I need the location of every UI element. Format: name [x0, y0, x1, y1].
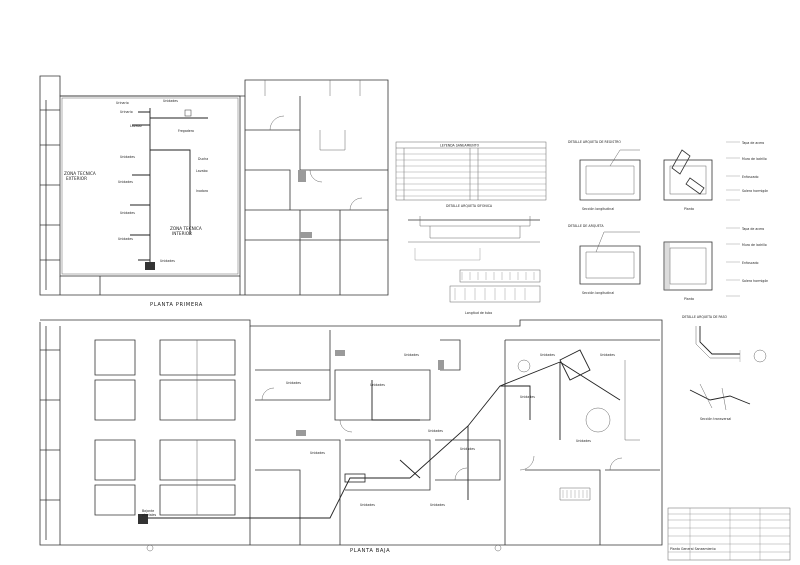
detail-d-title: DETALLE ARQUETA DE PASO: [682, 315, 727, 319]
titleblock-line: Planta General Saneamiento: [670, 547, 716, 551]
svg-text:Sección longitudinal: Sección longitudinal: [582, 291, 614, 295]
detail-c-title: DETALLE DE ARQUETA: [568, 224, 604, 228]
svg-text:Enfoscado: Enfoscado: [742, 175, 758, 179]
svg-text:Unidades: Unidades: [120, 155, 135, 159]
svg-text:Unidades: Unidades: [370, 383, 385, 387]
svg-text:Muro de ladrillo: Muro de ladrillo: [742, 157, 767, 161]
svg-text:Enfoscado: Enfoscado: [742, 261, 758, 265]
svg-text:Unidades: Unidades: [360, 503, 375, 507]
svg-text:Unidades: Unidades: [520, 395, 535, 399]
svg-text:Urinario: Urinario: [116, 101, 129, 105]
svg-text:Unidades: Unidades: [286, 381, 301, 385]
svg-text:Unidades: Unidades: [404, 353, 419, 357]
svg-text:Lavabo: Lavabo: [130, 124, 142, 128]
detail-length-label: Longitud de tubo: [465, 311, 492, 315]
svg-text:Tapa de acero: Tapa de acero: [741, 227, 764, 231]
svg-text:Urinario: Urinario: [120, 110, 133, 114]
svg-text:Solera hormigón: Solera hormigón: [742, 189, 768, 193]
svg-text:Unidades: Unidades: [540, 353, 555, 357]
svg-text:Unidades: Unidades: [118, 180, 133, 184]
svg-text:Unidades: Unidades: [310, 451, 325, 455]
svg-text:Unidades: Unidades: [576, 439, 591, 443]
detail-arqueta-registro: DETALLE ARQUETA DE REGISTRO Sección long…: [568, 140, 768, 211]
legend-title: LEYENDA SANEAMIENTO: [440, 144, 480, 148]
detail-plan-label: Planta: [684, 207, 694, 211]
detail-arqueta: DETALLE DE ARQUETA Sección longitudinal …: [568, 224, 768, 301]
lower-plan-title: PLANTA BAJA: [350, 548, 390, 554]
svg-text:Tapa de acero: Tapa de acero: [741, 141, 764, 145]
svg-text:Unidades: Unidades: [600, 353, 615, 357]
svg-text:Inodoro: Inodoro: [196, 189, 208, 193]
svg-text:Lavabo: Lavabo: [196, 169, 208, 173]
detail-arqueta-paso: DETALLE ARQUETA DE PASO Sección transver…: [682, 315, 767, 421]
svg-text:Unidades: Unidades: [460, 447, 475, 451]
svg-text:Unidades: Unidades: [163, 99, 178, 103]
title-block: Planta General Saneamiento: [667, 507, 791, 561]
svg-text:Planta: Planta: [684, 297, 694, 301]
lower-floor-plan: Unidades Unidades Unidades Unidades Unid…: [39, 319, 663, 554]
svg-text:Unidades: Unidades: [430, 503, 445, 507]
svg-text:Muro de ladrillo: Muro de ladrillo: [742, 243, 767, 247]
detail-cut-label: Sección transversal: [700, 417, 731, 421]
svg-text:Fregadero: Fregadero: [178, 129, 194, 133]
svg-text:Unidades: Unidades: [428, 429, 443, 433]
upper-floor-plan: Urinario Urinario Lavabo Unidades Fregad…: [39, 75, 389, 308]
svg-text:Unidades: Unidades: [160, 259, 175, 263]
detail-section-label: Sección longitudinal: [582, 207, 614, 211]
upper-plan-title: PLANTA PRIMERA: [150, 302, 203, 308]
svg-text:Unidades: Unidades: [118, 237, 133, 241]
detail-b-title: DETALLE ARQUETA DE REGISTRO: [568, 140, 621, 144]
svg-text:Solera hormigón: Solera hormigón: [742, 279, 768, 283]
legend-table: LEYENDA SANEAMIENTO: [395, 141, 547, 201]
detail-a-title: DETALLE ARQUETA SIFONICA: [446, 204, 493, 208]
detail-arqueta-sifonica: DETALLE ARQUETA SIFONICA Longitud de tub…: [408, 204, 541, 315]
svg-text:Unidades: Unidades: [120, 211, 135, 215]
svg-text:Ducha: Ducha: [198, 157, 208, 161]
